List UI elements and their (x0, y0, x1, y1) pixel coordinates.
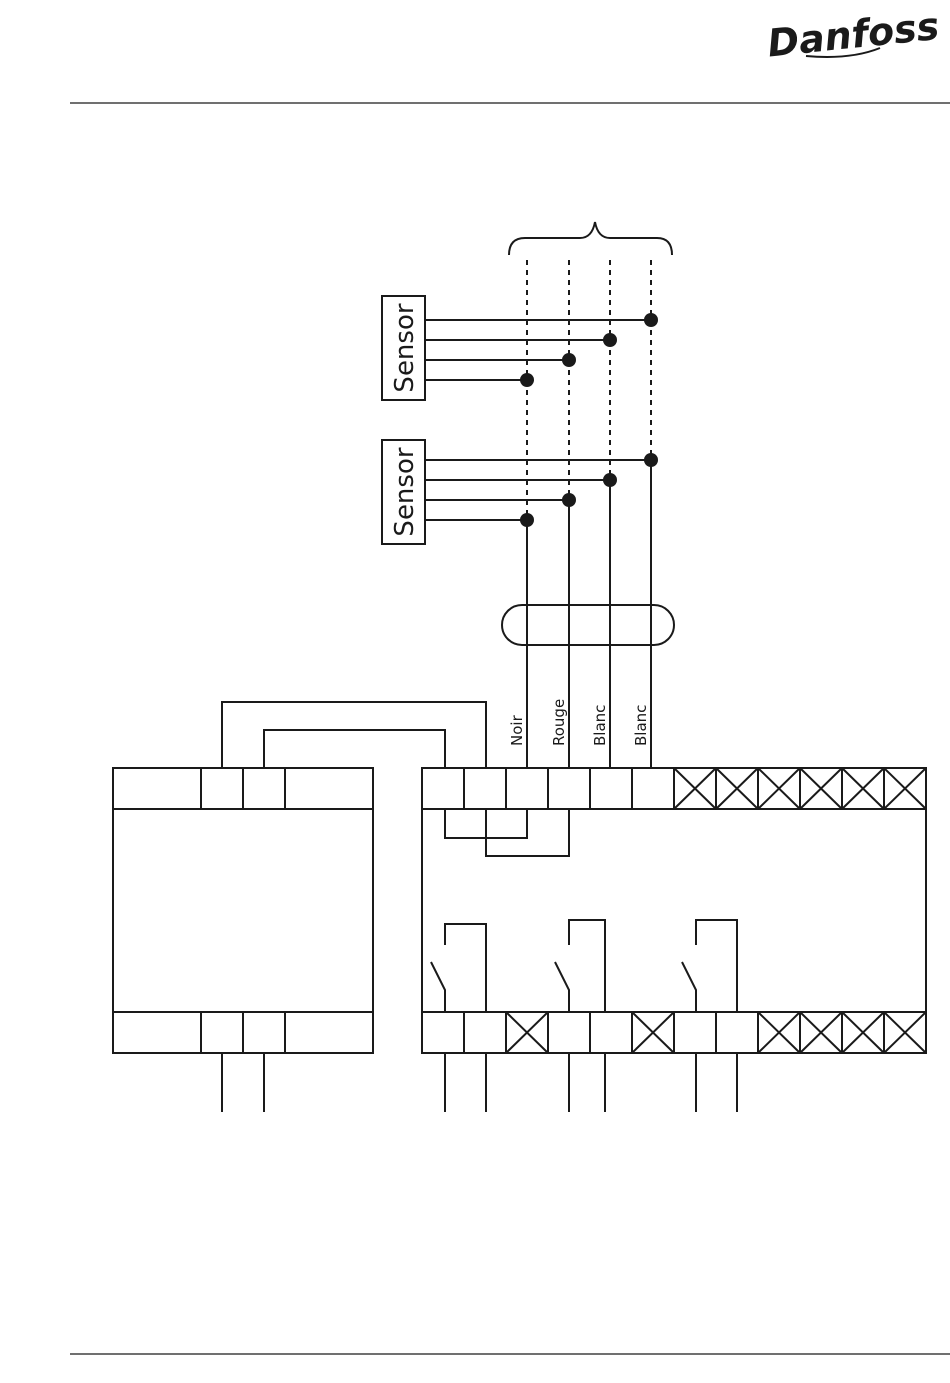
danfoss-logo: Danfoss (765, 4, 941, 66)
relay-switch-1 (431, 924, 486, 1012)
left-module (113, 768, 373, 1112)
junction-dot (644, 313, 658, 327)
unused-terminal-x (758, 1012, 800, 1053)
wire-label-noir: Noir (508, 714, 526, 746)
wire-label-rouge: Rouge (550, 699, 568, 746)
relay-switch-2 (555, 920, 605, 1012)
left-module-outline (113, 768, 373, 1053)
link-wire-inner (264, 730, 445, 768)
unused-terminal-x (884, 768, 926, 809)
junction-dot (520, 513, 534, 527)
right-module-outline (422, 768, 926, 1053)
junction-dot (603, 333, 617, 347)
junction-dot (603, 473, 617, 487)
wire-label-blanc-2: Blanc (632, 705, 650, 746)
brand-logo-text: Danfoss (765, 4, 941, 66)
junction-dot (520, 373, 534, 387)
unused-terminal-x (632, 1012, 674, 1053)
unused-terminal-x (758, 768, 800, 809)
unused-terminal-x (506, 1012, 548, 1053)
unused-terminal-x (800, 768, 842, 809)
right-module (422, 768, 926, 1112)
unused-terminal-x (884, 1012, 926, 1053)
wire-label-blanc-1: Blanc (591, 705, 609, 746)
link-wire-outer (222, 702, 486, 768)
junction-dot (562, 353, 576, 367)
relay-switch-3 (682, 920, 737, 1012)
sensor-1-label: Sensor (390, 303, 420, 392)
unused-terminal-x (842, 1012, 884, 1053)
bus-brace (509, 222, 672, 255)
unused-terminal-x (800, 1012, 842, 1053)
unused-terminal-x (674, 768, 716, 809)
unused-terminal-x (716, 768, 758, 809)
sensor-2-label: Sensor (390, 447, 420, 536)
junction-dot (562, 493, 576, 507)
unused-terminal-x (842, 768, 884, 809)
sensor-1: Sensor (382, 296, 658, 400)
junction-dot (644, 453, 658, 467)
sensor-2: Sensor (382, 440, 658, 544)
